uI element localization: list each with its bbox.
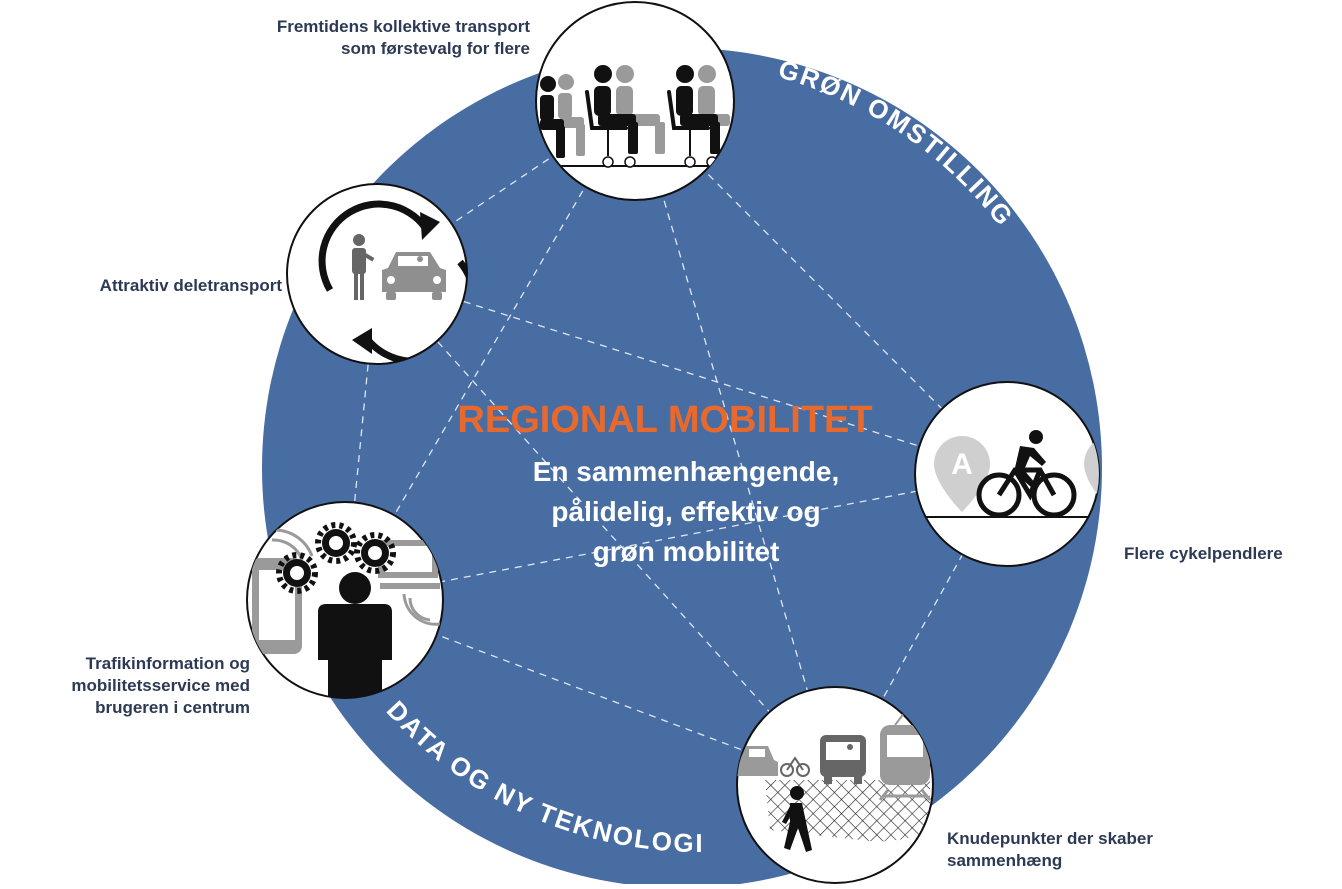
main-circle: [262, 48, 1102, 888]
label-traffic-info: Trafikinformation og mobilitetsservice m…: [10, 653, 250, 719]
network-lines: [344, 100, 1008, 786]
subtitle-line-2: pålidelig, effektiv og: [551, 496, 820, 527]
node-public-transport[interactable]: [535, 1, 735, 201]
transport-hub-icon: [737, 710, 932, 852]
label-line: Knudepunkter der skaber: [947, 829, 1153, 848]
label-line: Fremtidens kollektive transport: [276, 17, 530, 36]
subtitle-line-3: grøn mobilitet: [593, 536, 780, 567]
node-traffic-info[interactable]: [246, 501, 444, 700]
label-bicycle: Flere cykelpendlere: [1124, 543, 1334, 565]
label-line: mobilitetsservice med: [71, 676, 250, 695]
label-line: som førstevalg for flere: [341, 39, 530, 58]
node-hubs[interactable]: [736, 686, 934, 884]
label-line: Attraktiv deletransport: [99, 276, 282, 295]
label-public-transport: Fremtidens kollektive transport som førs…: [150, 16, 530, 60]
label-line: brugeren i centrum: [95, 698, 250, 717]
label-hubs: Knudepunkter der skaber sammenhæng: [947, 828, 1247, 872]
label-line: sammenhæng: [947, 851, 1063, 870]
person-gears-devices-icon: [252, 522, 441, 698]
subtitle-line-1: En sammenhængende,: [533, 456, 840, 487]
label-shared-transport: Attraktiv deletransport: [20, 275, 282, 297]
pin-a-label: A: [951, 448, 973, 481]
center-title: REGIONAL MOBILITET: [457, 399, 872, 441]
center-subtitle: En sammenhængende, pålidelig, effektiv o…: [533, 456, 840, 567]
pin-b-label: B: [1101, 448, 1123, 481]
node-shared-transport[interactable]: [286, 183, 474, 365]
node-bicycle[interactable]: A B: [914, 381, 1140, 567]
label-line: Trafikinformation og: [85, 654, 250, 673]
seated-passengers-icon: [540, 65, 730, 170]
label-line: Flere cykelpendlere: [1124, 544, 1283, 563]
